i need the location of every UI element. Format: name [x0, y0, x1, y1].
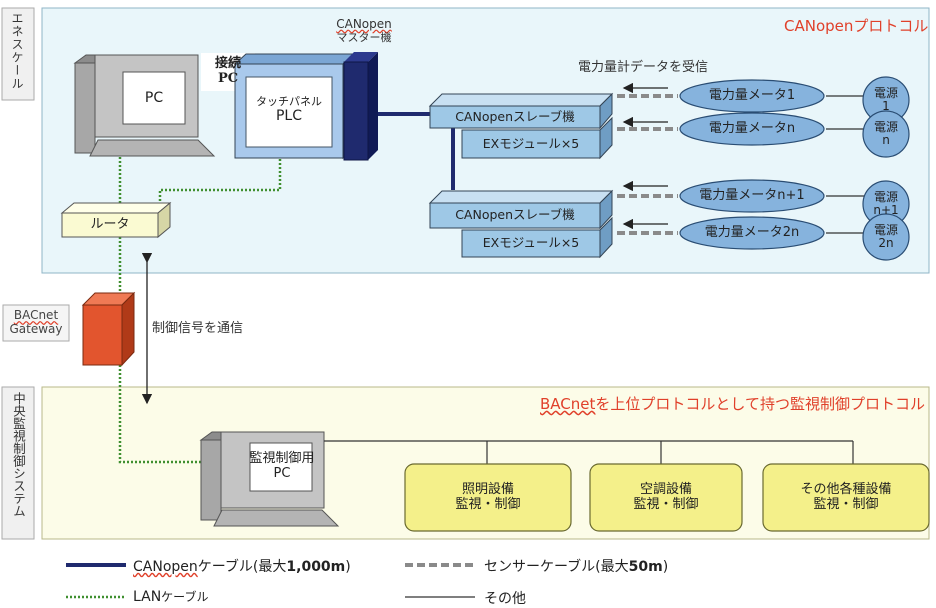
legend-sensor-length: 50m: [628, 559, 663, 575]
monitor-pc-label: 監視制御用 PC: [246, 443, 318, 491]
slave-stack-1: [428, 92, 614, 160]
meter-label-1: 電力量メータ1: [708, 87, 796, 103]
touch-panel-label: タッチパネル PLC: [246, 86, 332, 134]
legend-canopen-length: 1,000m: [286, 559, 346, 575]
meter-label-2: 電力量メータn: [708, 120, 796, 136]
legend-lan-rest: ケーブル: [161, 590, 209, 604]
meters: [679, 79, 825, 250]
other-lines: [324, 440, 854, 464]
canopen-protocol-title: CANopenプロトコル: [784, 17, 929, 35]
master-label-line1: CANopen: [336, 16, 392, 31]
facility-other-line1: その他各種設備: [800, 481, 892, 497]
source-2-line1: 電源: [873, 120, 898, 135]
connect-pc-line1: 接続: [214, 56, 241, 72]
gateway-label-line1: BACnet: [13, 308, 59, 323]
source-3-line2: n+1: [873, 203, 899, 217]
sensor-cables: [617, 82, 678, 235]
gateway-device: [81, 291, 136, 367]
legend-canopen-rest: ケーブル(最大: [197, 559, 287, 575]
meter-label-3: 電力量メータn+1: [699, 187, 805, 203]
source-1-line1: 電源: [873, 86, 898, 101]
facility-other: その他各種設備 監視・制御: [763, 464, 929, 531]
bacnet-protocol-title: BACnetを上位プロトコルとして持つ監視制御プロトコル: [540, 393, 925, 414]
meter-label-4: 電力量メータ2n: [704, 224, 800, 240]
power-data-caption: 電力量計データを受信: [578, 60, 709, 75]
monitor-pc-device: [199, 431, 340, 527]
facility-lighting-line2: 監視・制御: [455, 496, 521, 512]
legend-sensor-rest: センサーケーブル(最大: [484, 559, 629, 575]
touch-panel-line2: PLC: [275, 108, 303, 125]
slave-stack-2: [428, 189, 614, 259]
facility-lighting-line1: 照明設備: [461, 481, 514, 497]
bacnet-protocol-rest: を上位プロトコルとして持つ監視制御プロトコル: [595, 395, 925, 413]
router: [60, 201, 172, 239]
meter-source-lines: [826, 95, 864, 234]
facility-boxes: [404, 463, 930, 532]
touch-panel-line1: タッチパネル: [256, 94, 322, 108]
master-label-line2: マスター機: [336, 30, 392, 44]
facility-other-line2: 監視・制御: [813, 496, 879, 512]
canopen-master: [343, 52, 378, 161]
module-label-2: EXモジュール×5: [482, 235, 580, 251]
control-signal-caption: 制御信号を通信: [152, 321, 244, 336]
pc-device: [73, 54, 216, 157]
source-4-line1: 電源: [873, 223, 898, 238]
monitor-pc-line2: PC: [273, 466, 291, 481]
module-label-1: EXモジュール×5: [482, 135, 580, 151]
gateway-label-box: [2, 304, 70, 342]
canopen-cables: [378, 112, 455, 190]
gateway-label-line2: Gateway: [9, 322, 63, 336]
connect-pc-label: 接続 PC: [201, 53, 255, 91]
top-side-label: エネスケール: [10, 12, 24, 90]
gateway-label: BACnet Gateway: [3, 305, 69, 341]
source-2-line2: n: [882, 133, 890, 147]
legend-sensor-close: ): [662, 559, 669, 575]
bacnet-brand: BACnet: [540, 395, 596, 413]
source-1-line2: 1: [882, 99, 890, 113]
pc-label: PC: [144, 89, 164, 106]
power-sources: [862, 76, 910, 261]
bottom-side-label: 中央監視制御システム: [11, 392, 26, 517]
legend-canopen-close: ): [345, 559, 351, 575]
router-label: ルータ: [90, 216, 130, 232]
facility-hvac: 空調設備 監視・制御: [590, 464, 742, 531]
legend-lines: [66, 563, 475, 599]
legend-canopen-brand: CANopen: [133, 559, 198, 575]
legend-lan-brand: LAN: [133, 589, 162, 605]
master-label: CANopen マスター機: [320, 12, 408, 50]
slave-label-1: CANopenスレーブ機: [455, 108, 575, 124]
facility-hvac-line2: 監視・制御: [633, 496, 699, 512]
connect-pc-line2: PC: [217, 71, 239, 86]
legend-sensor: センサーケーブル(最大50m): [484, 556, 668, 576]
facility-lighting: 照明設備 監視・制御: [405, 464, 571, 531]
monitor-pc-line1: 監視制御用: [249, 451, 315, 467]
legend-canopen: CANopenケーブル(最大1,000m): [133, 556, 351, 576]
facility-hvac-line1: 空調設備: [639, 481, 692, 497]
source-3-line1: 電源: [873, 190, 898, 205]
legend-lan: LANケーブル: [133, 588, 208, 605]
slave-label-2: CANopenスレーブ機: [455, 207, 575, 223]
top-side-box: [1, 7, 35, 101]
source-4-line2: 2n: [878, 236, 894, 250]
bottom-side-box: [1, 386, 35, 540]
legend-other: その他: [484, 591, 526, 607]
lan-cables: [118, 157, 282, 464]
